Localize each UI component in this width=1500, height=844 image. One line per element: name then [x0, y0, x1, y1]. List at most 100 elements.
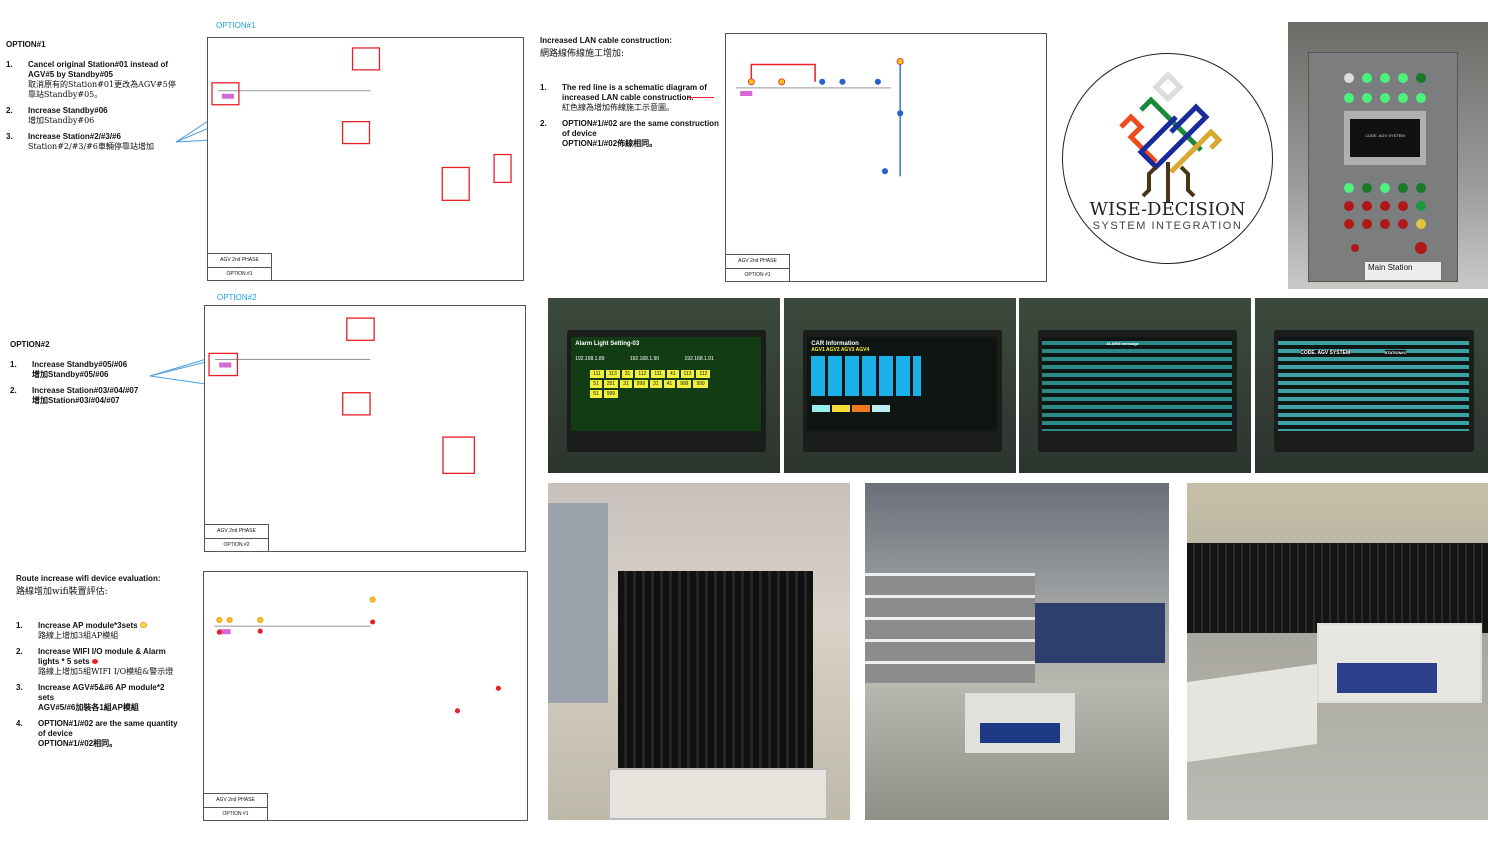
item-number: 1.: [6, 60, 13, 69]
value-cell[interactable]: 51: [590, 379, 602, 388]
hmi-screen-title: CODE. AGV SYSTEM: [1300, 349, 1351, 356]
value-cell[interactable]: 31: [621, 369, 634, 378]
item-text: The red line is a schematic diagram of i…: [562, 83, 707, 102]
hmi-screen-title: CAR Information: [811, 340, 859, 347]
item-number: 2.: [16, 647, 23, 656]
title-block-option: OPTION #2: [205, 538, 268, 551]
title-block: AGV 2nd PHASE OPTION #1: [726, 254, 790, 281]
value-cell[interactable]: 251: [603, 379, 619, 388]
route-lines: [208, 317, 476, 475]
lan-notes: Increased LAN cable construction: 網路線佈線施…: [540, 36, 722, 155]
hmi-photo-alarm-message: ALARM message: [1019, 298, 1251, 473]
value-cell[interactable]: 51: [590, 389, 602, 398]
item-number: 3.: [16, 683, 23, 692]
wifi-heading: Route increase wifi device evaluation:: [16, 574, 161, 583]
logo-name: WISE-DECISION: [1089, 199, 1246, 220]
panel-hmi: CODE. AGV SYSTEM: [1344, 111, 1426, 165]
panel-screen-text: CODE. AGV SYSTEM: [1350, 119, 1420, 157]
control-cabinet: CODE. AGV SYSTEM Main Station: [1308, 52, 1458, 282]
lan-heading: Increased LAN cable construction:: [540, 36, 673, 45]
knot-tree-logo-icon: [1119, 72, 1223, 202]
route-base: [215, 358, 371, 368]
hmi-screen-title: ALARM message: [1106, 340, 1139, 346]
item-text-zh: AGV#5/#6加裝各1組AP模組: [38, 703, 139, 712]
value-cell[interactable]: 112: [635, 369, 650, 378]
list-item: 2.OPTION#1/#02 are the same construction…: [540, 119, 722, 149]
item-text: Increase Station#2/#3/#6: [28, 132, 121, 141]
agv-cart-frame: [608, 768, 828, 820]
agv-robot: [980, 723, 1060, 743]
item-text-zh: 取消原有的Station#01更改為AGV#5停靠站Standby#05。: [28, 80, 176, 99]
title-block-option: OPTION #1: [726, 268, 789, 281]
item-text-zh: 路線上增加3組AP模組: [38, 631, 119, 640]
route-base: [214, 625, 371, 635]
agv-cart-photo-3: [1187, 483, 1488, 820]
option1-label: OPTION#1: [216, 21, 256, 30]
value-cell[interactable]: 113: [605, 369, 620, 378]
value-cell[interactable]: 113: [680, 369, 695, 378]
ap-dot-icon: [139, 622, 147, 628]
item-text-zh: Station#2/#3/#6車輛停靠站增加: [28, 142, 154, 151]
title-block-option: OPTION #1: [208, 267, 271, 280]
company-logo: WISE-DECISION SYSTEM INTEGRATION: [1062, 53, 1273, 264]
item-text-zh: 增加Standby#05/#06: [32, 370, 109, 379]
item-number: 4.: [16, 719, 23, 728]
value-cell[interactable]: 999: [693, 379, 708, 388]
main-station-plate: Main Station: [1364, 261, 1442, 281]
item-number: 1.: [16, 621, 23, 630]
value-cell[interactable]: 31: [620, 379, 632, 388]
value-cell[interactable]: 111: [590, 369, 604, 378]
lan-cable-line: [750, 63, 816, 82]
value-cell[interactable]: 41: [666, 369, 679, 378]
hmi-photo-agv-system: CODE. AGV SYSTEM STATION#1: [1255, 298, 1488, 473]
option1-notes: OPTION#1 1.Cancel original Station#01 in…: [6, 40, 176, 158]
item-text-zh: OPTION#1/#02佈線相同。: [562, 139, 658, 148]
item-text-zh: 紅色線為增加佈線施工示意圖。: [562, 103, 674, 112]
item-number: 3.: [6, 132, 13, 141]
title-block-project: AGV 2nd PHASE: [738, 258, 777, 264]
item-text-zh: 路線上增加5組WIFI I/O模組&警示燈: [38, 667, 174, 676]
value-cell[interactable]: 999: [633, 379, 648, 388]
value-cell[interactable]: 112: [696, 369, 711, 378]
item-text: OPTION#1/#02 are the same quantity of de…: [38, 719, 178, 738]
indicator-lights: [1344, 73, 1427, 254]
agv-cart-photo-1: [548, 483, 850, 820]
lan-heading-zh: 網路線佈線施工增加:: [540, 49, 625, 59]
item-text-zh: OPTION#1/#02相同。: [38, 739, 118, 748]
ip-address: 192.168.1.91: [684, 355, 714, 362]
item-text: Increase AP module*3sets: [38, 621, 138, 630]
route-lines: [214, 596, 501, 714]
item-number: 2.: [10, 386, 17, 395]
item-number: 2.: [6, 106, 13, 115]
value-cell[interactable]: 41: [663, 379, 676, 388]
item-number: 1.: [10, 360, 17, 369]
ip-address: 192.168.1.89: [575, 355, 605, 362]
highlight-boxes: [208, 317, 476, 475]
value-cell[interactable]: 111: [651, 369, 665, 378]
ap-nodes: [747, 57, 904, 86]
option1-heading: OPTION#1: [6, 40, 46, 49]
wifi-heading-zh: 路線增加wifi裝置評估:: [16, 587, 108, 597]
route-lines: [736, 57, 904, 177]
item-number: 1.: [540, 83, 547, 92]
item-text: Increase Station#03/#04/#07: [32, 386, 139, 395]
ip-address: 192.168.1.90: [629, 355, 660, 362]
agv-headers: AGV1 AGV2 AGV3 AGV4: [811, 346, 870, 353]
value-cell[interactable]: 999: [677, 379, 692, 388]
value-cell[interactable]: 31: [650, 379, 662, 388]
station-label: STATION#1: [1384, 349, 1406, 355]
option2-heading: OPTION#2: [10, 340, 50, 349]
value-cell[interactable]: 999: [603, 389, 619, 398]
title-block-option: OPTION #1: [204, 807, 267, 820]
route-lines: [211, 47, 512, 201]
item-text: Increase AGV#5&#6 AP module*2 sets: [38, 683, 165, 702]
